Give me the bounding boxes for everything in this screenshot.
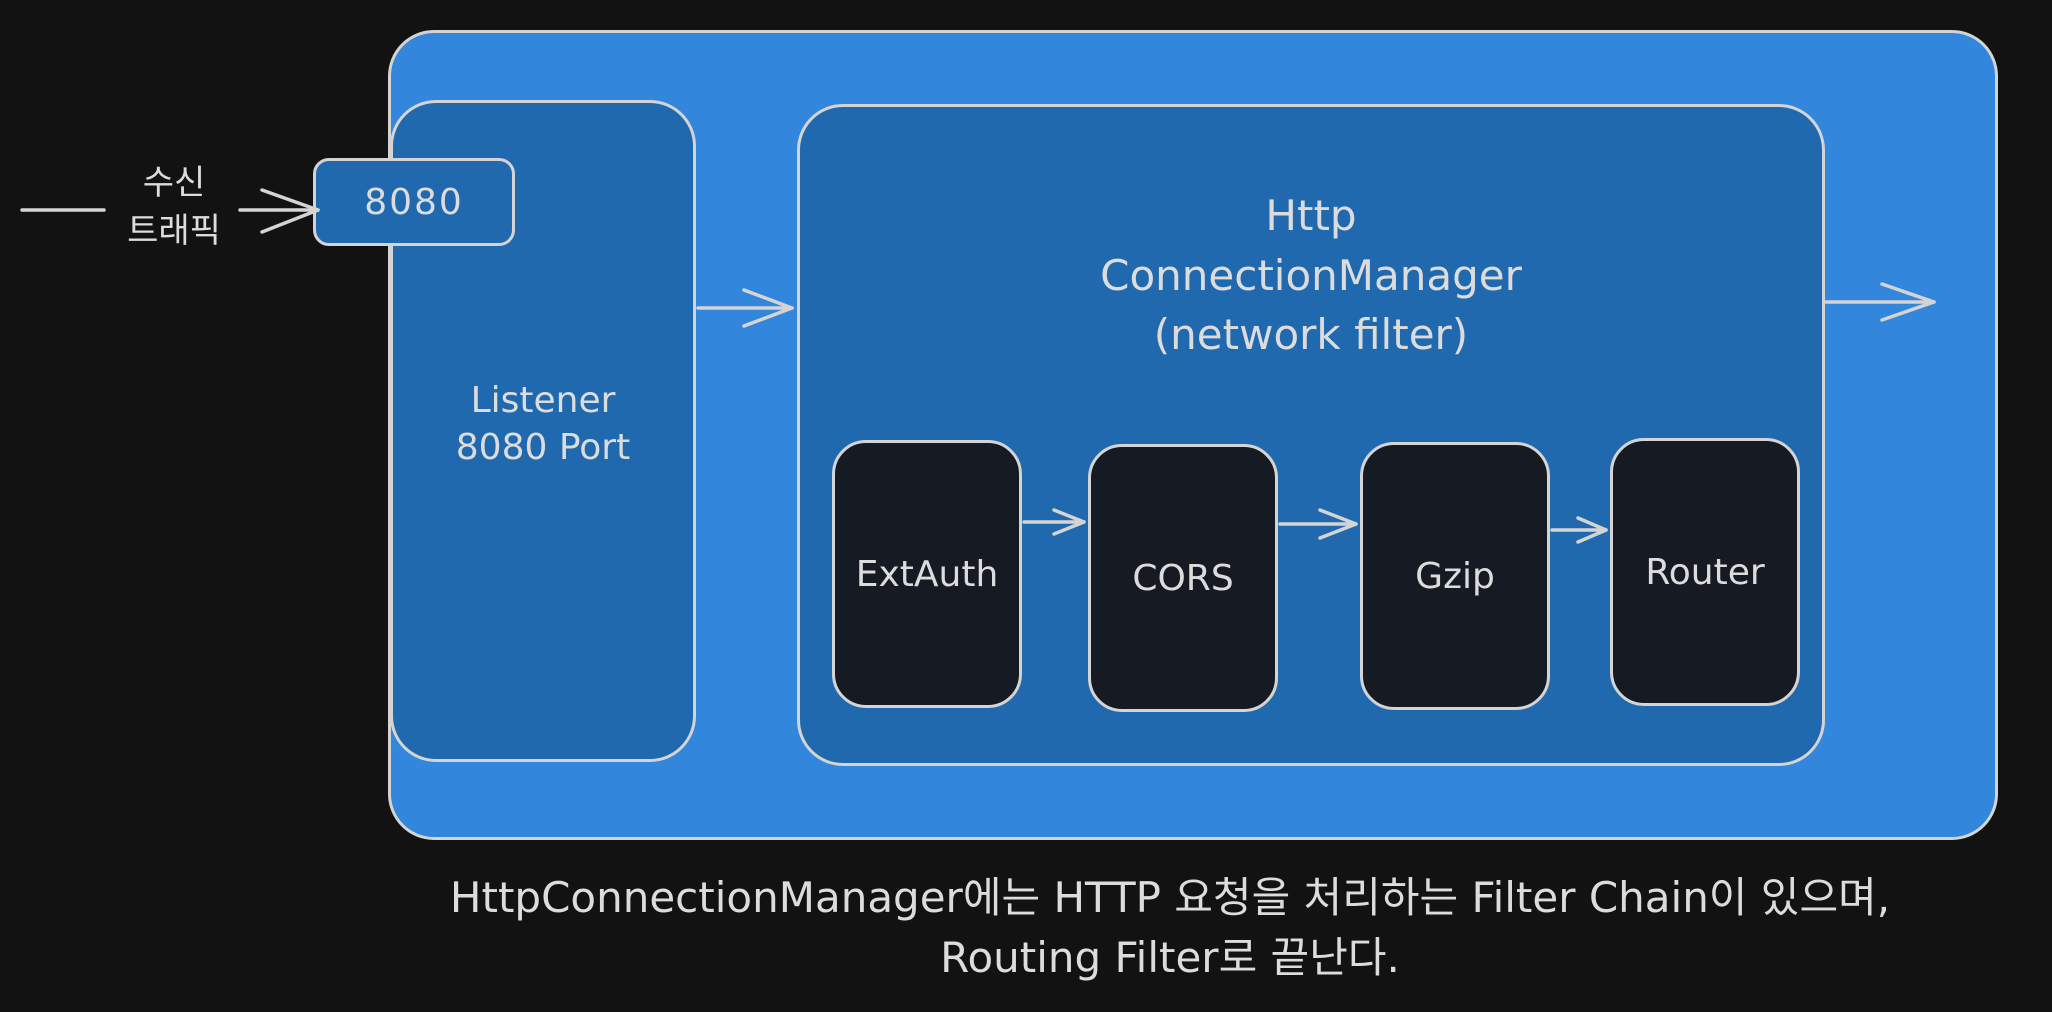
incoming-traffic-line1: 수신 [142, 163, 206, 203]
hcm-label-line2: ConnectionManager [1100, 250, 1522, 300]
port-8080-box: 8080 [313, 158, 515, 246]
filter-cors-label: CORS [1132, 557, 1234, 599]
listener-label: Listener 8080 Port [400, 378, 686, 472]
diagram-caption: HttpConnectionManager에는 HTTP 요청을 처리하는 Fi… [300, 868, 2040, 987]
caption-line2: Routing Filter로 끝난다. [940, 932, 1400, 982]
listener-label-line1: Listener [470, 380, 616, 421]
filter-gzip: Gzip [1360, 442, 1550, 710]
hcm-label: Http ConnectionManager (network filter) [800, 186, 1822, 365]
listener-label-line2: 8080 Port [455, 426, 631, 468]
filter-gzip-label: Gzip [1415, 555, 1495, 597]
hcm-label-line1: Http [1265, 191, 1357, 240]
filter-extauth: ExtAuth [832, 440, 1022, 708]
incoming-traffic-label: 수신 트래픽 [100, 160, 248, 255]
filter-router: Router [1610, 438, 1800, 706]
incoming-traffic-line2: 트래픽 [127, 210, 221, 251]
hcm-label-line3: (network filter) [1153, 310, 1469, 360]
filter-extauth-label: ExtAuth [855, 553, 999, 595]
port-label: 8080 [364, 181, 464, 223]
filter-router-label: Router [1645, 551, 1765, 593]
caption-line1: HttpConnectionManager에는 HTTP 요청을 처리하는 Fi… [449, 873, 1891, 922]
incoming-arrow [238, 188, 320, 234]
filter-cors: CORS [1088, 444, 1278, 712]
